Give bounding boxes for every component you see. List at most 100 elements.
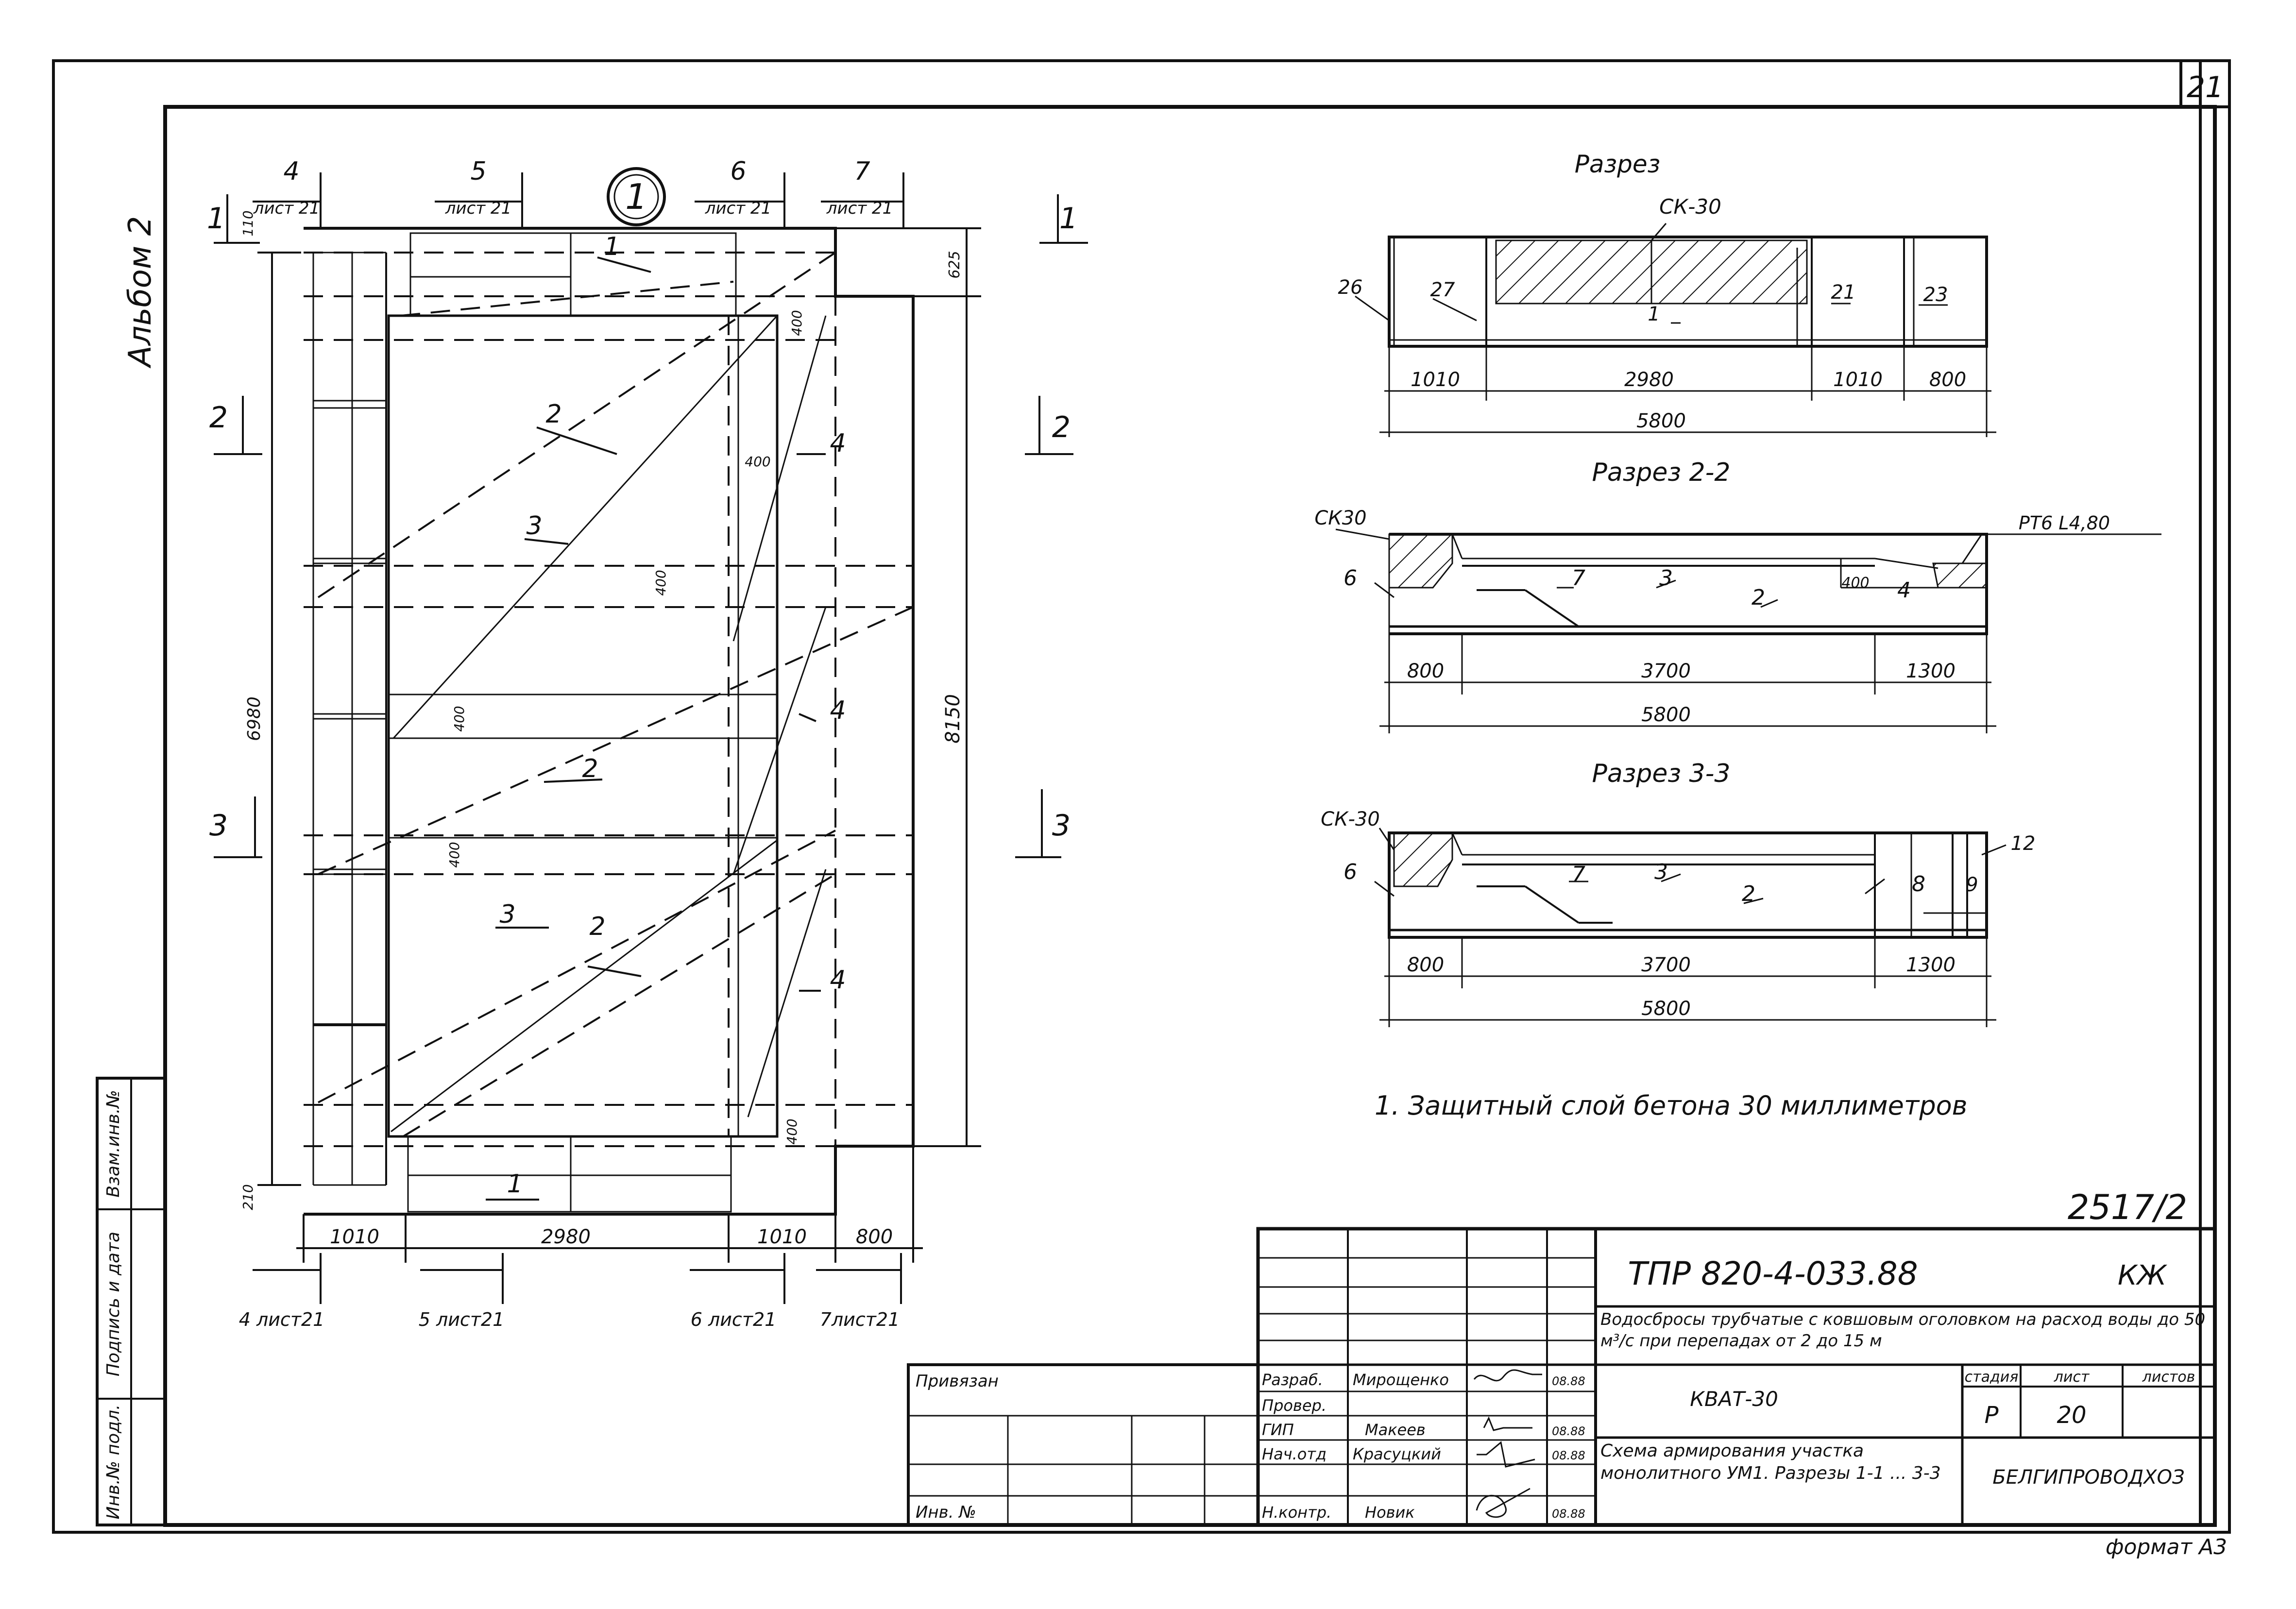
signature-1 [1473,1369,1542,1382]
plan-mark-bottom-4: 4 лист21 [239,1309,325,1330]
doc-code: ТПР 820-4-033.88 [1628,1255,1918,1292]
plan-bar-2-a: 2 [545,400,561,429]
project-name: Водосбросы трубчатые с ковшовым оголовко… [1600,1310,2206,1351]
signer-role-3: ГИП [1262,1421,1294,1439]
section-a-label-26: 26 [1338,276,1363,299]
signer-role-2: Провер. [1262,1396,1327,1415]
plan-dim-400-b: 400 [745,454,770,470]
section-b-label-3: 3 [1659,566,1673,591]
section-a-dim-1010-a: 1010 [1411,369,1460,391]
plan-cut-3-right: 3 [1052,809,1071,843]
drawing-title: Схема армирования участка монолитного УМ… [1600,1441,1941,1483]
side-stamp-vzam: Взам.инв.№ [103,1090,123,1198]
section-a-label-21: 21 [1831,281,1856,304]
signer-date-4: 08.88 [1552,1449,1585,1462]
section-c-label-2: 2 [1742,881,1755,906]
plan-cut-2-left: 2 [209,401,228,435]
section-c-text: Разрез 3-3 СК-30 6 7 3 2 8 9 12 800 3700… [1321,759,2035,1020]
section-a [1355,223,1996,437]
plan-dim-400-d: 400 [451,706,467,731]
album-label: Альбом 2 [122,216,158,369]
plan-dim-bottom-2980: 2980 [541,1226,591,1248]
note-protective-layer: 1. Защитный слой бетона 30 миллиметров [1375,1090,1967,1121]
plan-cut-2-right: 2 [1052,410,1071,444]
plan-dim-left-height: 6980 [244,696,264,741]
plan-bar-1-top: 1 [604,232,620,261]
section-a-dim-2980: 2980 [1624,369,1674,391]
plan-mark-top-sheet-5: лист 21 [445,199,511,218]
section-b-dim-1300: 1300 [1906,660,1956,682]
stage-value: Р [1985,1402,1999,1429]
section-a-dim-1010-b: 1010 [1833,369,1883,391]
section-c-dim-1300: 1300 [1906,954,1956,976]
plan-dim-400-f: 400 [784,1118,800,1144]
signer-name-5: Новик [1365,1503,1415,1522]
plan-bar-3-a: 3 [526,511,542,541]
inv-no-label: Инв. № [916,1503,976,1522]
format-label: формат А3 [2106,1535,2227,1559]
section-c-label-8: 8 [1912,872,1925,897]
section-a-title: Разрез [1575,150,1660,178]
signature-4 [1477,1441,1535,1468]
outer-frame [52,59,2231,1534]
plan-mark-top-sheet-4: лист 21 [253,199,320,218]
signer-name-3: Макеев [1365,1421,1426,1439]
series-code: 2517/2 [2068,1187,2187,1227]
sheet-value: 20 [2057,1402,2086,1429]
plan-mark-top-5: 5 [470,157,486,186]
plan-dim-bottom-left: 210 [240,1184,256,1210]
doc-mark: КЖ [2118,1260,2168,1291]
section-c-title: Разрез 3-3 [1592,759,1731,788]
plan-bar-4-c: 4 [830,965,846,995]
sheet-header: лист [2054,1369,2090,1386]
section-a-label-1: 1 [1648,303,1660,325]
plan-circle-label: 1 [625,176,647,217]
plan-dim-bottom-1010-b: 1010 [757,1226,807,1248]
plan-bar-4-a: 4 [830,429,846,458]
section-b [1335,528,2161,733]
section-c [1374,828,2007,1027]
plan-mark-top-sheet-7: лист 21 [826,199,893,218]
section-b-label-6: 6 [1344,566,1357,591]
section-b-title: Разрез 2-2 [1592,458,1731,487]
plan-dim-top-right: 625 [946,251,963,278]
project-name-box: Водосбросы трубчатые с ковшовым оголовко… [1600,1310,2206,1351]
section-c-label-ck30: СК-30 [1321,808,1380,830]
sheet-number-box [2179,59,2231,108]
plan-mark-top-sheet-6: лист 21 [705,199,771,218]
section-a-label-ck30: СК-30 [1659,195,1721,219]
plan-bar-3-b: 3 [499,900,515,929]
signer-date-3: 08.88 [1552,1424,1585,1438]
signer-role-4: Нач.отд [1262,1445,1327,1463]
section-b-label-7: 7 [1572,566,1585,591]
privyazan-label: Привязан [916,1372,999,1391]
section-c-label-12: 12 [2011,832,2036,855]
plan-mark-bottom-5: 5 лист21 [419,1309,505,1330]
plan-cut-1-right: 1 [1059,202,1078,236]
signer-role-5: Н.контр. [1262,1503,1331,1522]
plan-dim-top-left: 110 [240,210,256,236]
plan-cut-3-left: 3 [209,809,228,843]
section-a-dim-800: 800 [1929,369,1966,391]
plan-mark-top-7: 7 [854,157,870,186]
section-c-label-9: 9 [1966,874,1978,896]
drawing-title-box: Схема армирования участка монолитного УМ… [1600,1441,1941,1483]
signature-3 [1483,1416,1532,1431]
plan-annotations [214,167,1088,1304]
side-stamp-podpis: Подпись и дата [103,1232,123,1376]
plan-mark-bottom-7: 7лист21 [820,1309,900,1330]
signature-5 [1476,1488,1531,1518]
organization: БЕЛГИПРОВОДХОЗ [1992,1466,2184,1489]
section-a-total: 5800 [1636,410,1686,432]
plan-bar-2-c: 2 [589,912,605,941]
section-c-dim-3700: 3700 [1641,954,1691,976]
plan-view [304,227,915,1216]
plan-mark-top-4: 4 [283,157,299,186]
plan-dim-bottom-800: 800 [856,1226,893,1248]
side-stamp-inv: Инв.№ подл. [103,1405,123,1520]
signer-role-1: Разраб. [1262,1371,1323,1389]
plan-text: 1 4 5 6 7 лист 21 лист 21 лист 21 лист 2… [207,157,1078,1330]
section-b-dim-3700: 3700 [1641,660,1691,682]
sheet-number: 21 [2187,70,2224,104]
